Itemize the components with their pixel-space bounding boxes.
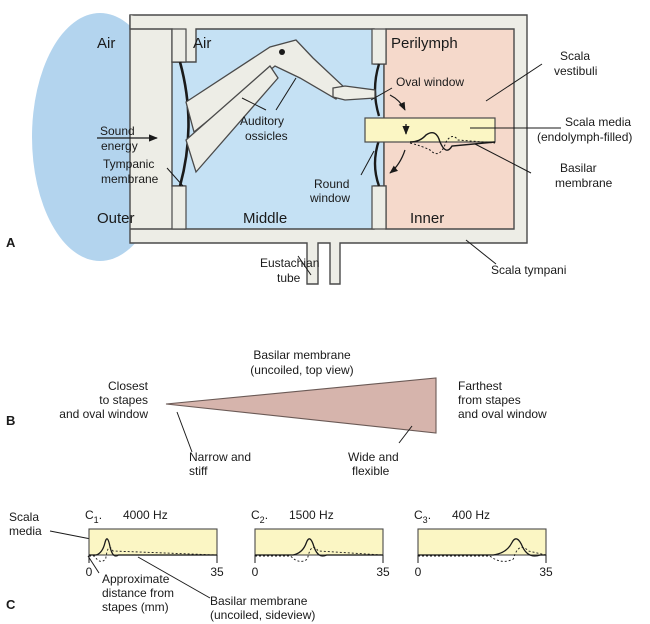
approx-label-3: stapes (mm) xyxy=(102,600,169,614)
basilar-wave-c2 xyxy=(255,538,383,557)
scala-vestibuli-label-1: Scala xyxy=(560,49,590,63)
outer-label: Outer xyxy=(97,210,135,227)
scala-media-box xyxy=(364,117,496,143)
basilar-c-label-2: (uncoiled, sideview) xyxy=(210,608,315,622)
plot-label-c2: C2. xyxy=(251,508,268,525)
approx-label-1: Approximate xyxy=(102,572,170,586)
basilar-label-2: membrane xyxy=(555,176,613,190)
air-outer-label: Air xyxy=(97,35,115,52)
tympanic-membrane xyxy=(178,61,190,187)
scala-media-box-c1 xyxy=(88,528,218,556)
air-middle-label: Air xyxy=(193,35,211,52)
tympanic-label-1: Tympanic xyxy=(103,157,154,171)
panel-b-letter: B xyxy=(6,413,15,428)
sound-energy-label-2: energy xyxy=(101,139,138,153)
ossicles-label-2: ossicles xyxy=(245,129,288,143)
scala-media-label-2: (endolymph-filled) xyxy=(537,130,632,144)
axis-max-label-c1: 35 xyxy=(210,565,224,579)
scala-media-label-1: Scala media xyxy=(565,115,631,129)
panel-a: Air Air Perilymph Outer Middle Inner Sou… xyxy=(6,13,632,285)
basilar-label-1: Basilar xyxy=(560,161,597,175)
round-window-membrane xyxy=(373,139,381,187)
wide-label-1: Wide and xyxy=(348,450,399,464)
eustachian-label-1: Eustachian xyxy=(260,256,319,270)
farthest-label-2: from stapes xyxy=(458,393,521,407)
farthest-label-3: and oval window xyxy=(458,407,547,421)
scala-media-c-label-1: Scala xyxy=(9,510,39,524)
axis-max-label-c2: 35 xyxy=(376,565,390,579)
closest-label-3: and oval window xyxy=(59,407,148,421)
plot-frequency-c3: 400 Hz xyxy=(452,508,490,522)
basilar-title-1: Basilar membrane xyxy=(253,348,351,362)
axis-min-label-c3: 0 xyxy=(415,565,422,579)
plot-label-c1: C1. xyxy=(85,508,102,525)
scala-media-box-c2 xyxy=(254,528,384,556)
panel-c-letter: C xyxy=(6,597,16,612)
closest-label-2: to stapes xyxy=(99,393,148,407)
basilar-c-label-1: Basilar membrane xyxy=(210,594,308,608)
narrow-label-1: Narrow and xyxy=(189,450,251,464)
basilar-membrane-top-view xyxy=(165,377,437,434)
basilar-title-2: (uncoiled, top view) xyxy=(250,363,353,377)
ossicles-label-1: Auditory xyxy=(240,114,284,128)
round-window-label-1: Round xyxy=(314,177,349,191)
wide-label-2: flexible xyxy=(352,464,390,478)
perilymph-label: Perilymph xyxy=(391,35,458,52)
round-window-label-2: window xyxy=(309,191,350,205)
plot-frequency-c1: 4000 Hz xyxy=(123,508,168,522)
plot-label-c3: C3. xyxy=(414,508,431,525)
basilar-wave-c1 xyxy=(89,538,217,557)
axis-min-label-c2: 0 xyxy=(252,565,259,579)
narrow-label-2: stiff xyxy=(189,464,208,478)
closest-label-1: Closest xyxy=(108,379,149,393)
panel-a-letter: A xyxy=(6,235,16,250)
approx-label-2: distance from xyxy=(102,586,174,600)
auditory-ossicles xyxy=(185,39,376,174)
inner-label: Inner xyxy=(410,210,444,227)
basilar-wave-dashed-c3 xyxy=(418,546,547,562)
scala-vestibuli-label-2: vestibuli xyxy=(554,64,597,78)
scala-media-box-c3 xyxy=(417,528,547,556)
eustachian-label-2: tube xyxy=(277,271,301,285)
oval-window-label: Oval window xyxy=(396,75,464,89)
basilar-wave-dashed-c1 xyxy=(89,546,218,562)
axis-max-label-c3: 35 xyxy=(539,565,553,579)
panel-c: Scala media Approximate distance from st… xyxy=(6,508,553,622)
panel-b: Basilar membrane (uncoiled, top view) Cl… xyxy=(6,348,547,478)
basilar-membrane-wave-a xyxy=(409,132,496,151)
basilar-wave-dashed-c2 xyxy=(255,546,384,562)
scala-media-c-label-2: media xyxy=(9,524,42,538)
axis-min-label-c1: 0 xyxy=(86,565,93,579)
plot-frequency-c2: 1500 Hz xyxy=(289,508,334,522)
middle-label: Middle xyxy=(243,210,287,227)
sound-energy-label-1: Sound xyxy=(100,124,135,138)
basilar-wave-c3 xyxy=(418,538,546,557)
farthest-label-1: Farthest xyxy=(458,379,503,393)
tympanic-label-2: membrane xyxy=(101,172,159,186)
scala-tympani-label: Scala tympani xyxy=(491,263,566,277)
